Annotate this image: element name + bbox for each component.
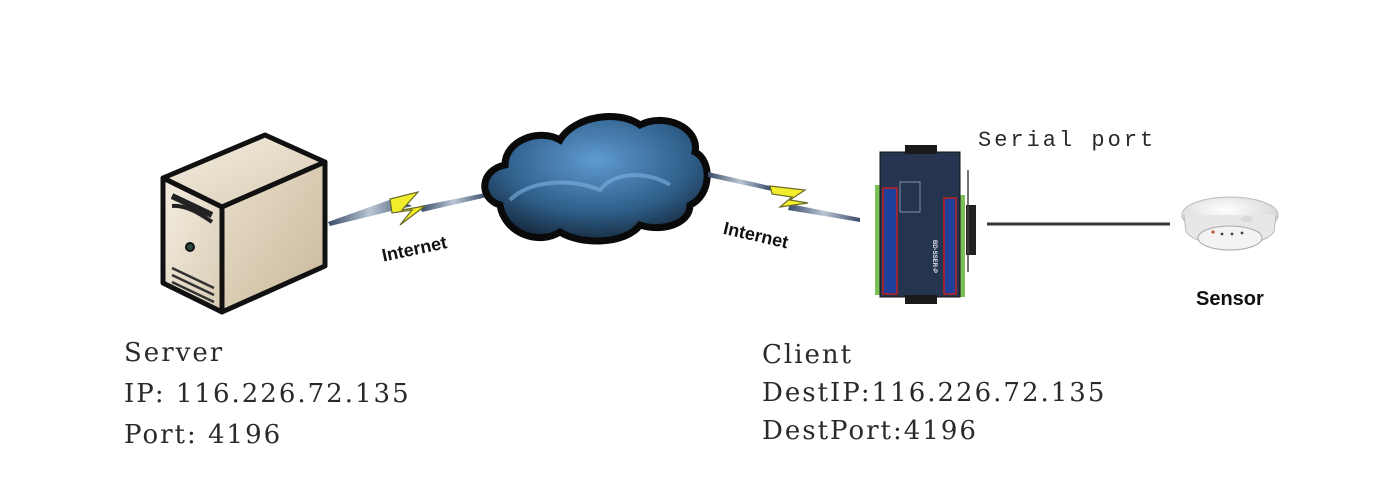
client-title: Client bbox=[762, 340, 854, 370]
left-link bbox=[328, 190, 487, 226]
client-info: Client DestIP:116.226.72.135 DestPort:41… bbox=[762, 336, 1106, 450]
serial-port-label: Serial port bbox=[978, 128, 1157, 153]
cloud-icon bbox=[481, 113, 711, 245]
server-title: Server bbox=[124, 338, 225, 368]
lightning-icon bbox=[389, 190, 426, 226]
client-dest-ip: DestIP:116.226.72.135 bbox=[762, 378, 1107, 408]
svg-text:BD-SSER-P: BD-SSER-P bbox=[931, 240, 937, 273]
client-dest-port: DestPort:4196 bbox=[762, 416, 978, 446]
right-link bbox=[708, 172, 860, 222]
server-info: Server IP: 116.226.72.135 Port: 4196 bbox=[124, 333, 411, 456]
sensor-label: Sensor bbox=[1196, 288, 1264, 310]
server-icon bbox=[160, 132, 328, 315]
server-port: Port: 4196 bbox=[124, 420, 283, 450]
lightning-icon bbox=[769, 185, 809, 208]
smoke-sensor-icon bbox=[1181, 196, 1279, 251]
server-ip: IP: 116.226.72.135 bbox=[124, 379, 411, 409]
serial-device-icon: BD-SSER-P bbox=[875, 145, 976, 304]
